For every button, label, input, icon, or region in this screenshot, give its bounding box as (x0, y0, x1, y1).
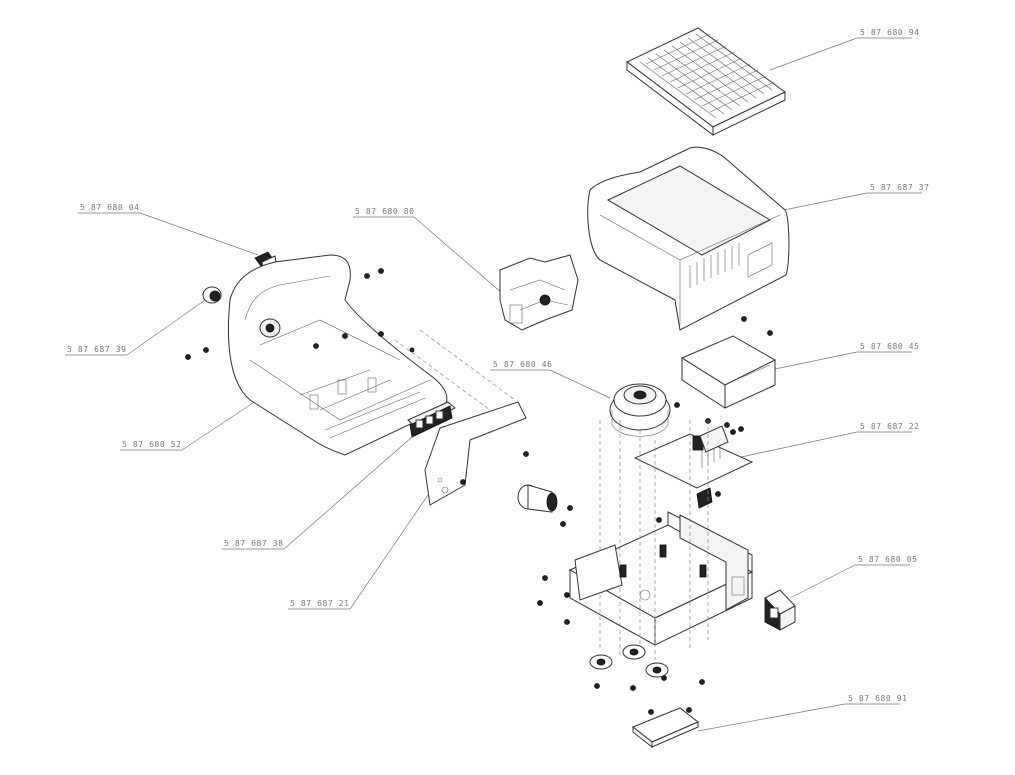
power-switch (764, 589, 796, 631)
part-label-p11: 5 87 687 38 (224, 539, 284, 548)
part-label-p12: 5 87 687 21 (290, 599, 350, 608)
screws (185, 268, 773, 715)
part-label-p1: 5 87 680 94 (860, 28, 920, 37)
part-label-p9: 5 87 680 52 (122, 440, 182, 449)
motor-bracket (499, 254, 579, 331)
part-label-p5: 5 87 687 39 (67, 345, 127, 354)
callout-p12: 5 87 687 21 (288, 494, 429, 610)
fan-motor (609, 383, 671, 437)
part-label-p6: 5 87 680 45 (860, 342, 920, 351)
callout-p7: 5 87 680 46 (490, 360, 611, 399)
top-cover-vents (689, 243, 740, 288)
part-label-p8: 5 87 687 22 (860, 422, 920, 431)
callout-p11: 5 87 687 38 (222, 429, 421, 550)
callout-p5: 5 87 687 39 (65, 299, 206, 356)
part-label-p10: 5 87 680 05 (858, 555, 918, 564)
rubber-feet (589, 644, 669, 678)
part-label-p13: 5 87 680 91 (848, 694, 908, 703)
part-label-p7: 5 87 680 46 (493, 360, 553, 369)
base-plate (632, 707, 699, 749)
grid-tray (626, 27, 786, 137)
rotary-knob (202, 286, 222, 304)
part-label-p3: 5 87 680 04 (80, 203, 140, 212)
transformer-box (680, 335, 777, 409)
housing-mounted-knob (259, 318, 281, 338)
part-label-p4: 5 87 680 80 (355, 207, 415, 216)
part-label-p2: 5 87 687 37 (870, 183, 930, 192)
callout-p6: 5 87 680 45 (769, 342, 920, 371)
circuit-board-front (394, 329, 527, 506)
callout-p10: 5 87 680 05 (789, 555, 918, 599)
top-cover (587, 146, 790, 331)
grid-tray-mesh (639, 33, 775, 119)
front-housing (227, 254, 448, 456)
callout-p9: 5 87 680 52 (120, 394, 266, 451)
shaft-coupling (517, 484, 558, 513)
chassis-frame (568, 420, 754, 660)
callout-p3: 5 87 680 04 (78, 203, 259, 256)
callout-p4: 5 87 680 80 (353, 207, 511, 301)
callout-p8: 5 87 687 22 (717, 422, 920, 463)
callout-p13: 5 87 680 91 (697, 694, 908, 732)
power-board (633, 425, 754, 509)
callout-p1: 5 87 680 94 (769, 28, 920, 71)
connector-strip (407, 401, 456, 438)
